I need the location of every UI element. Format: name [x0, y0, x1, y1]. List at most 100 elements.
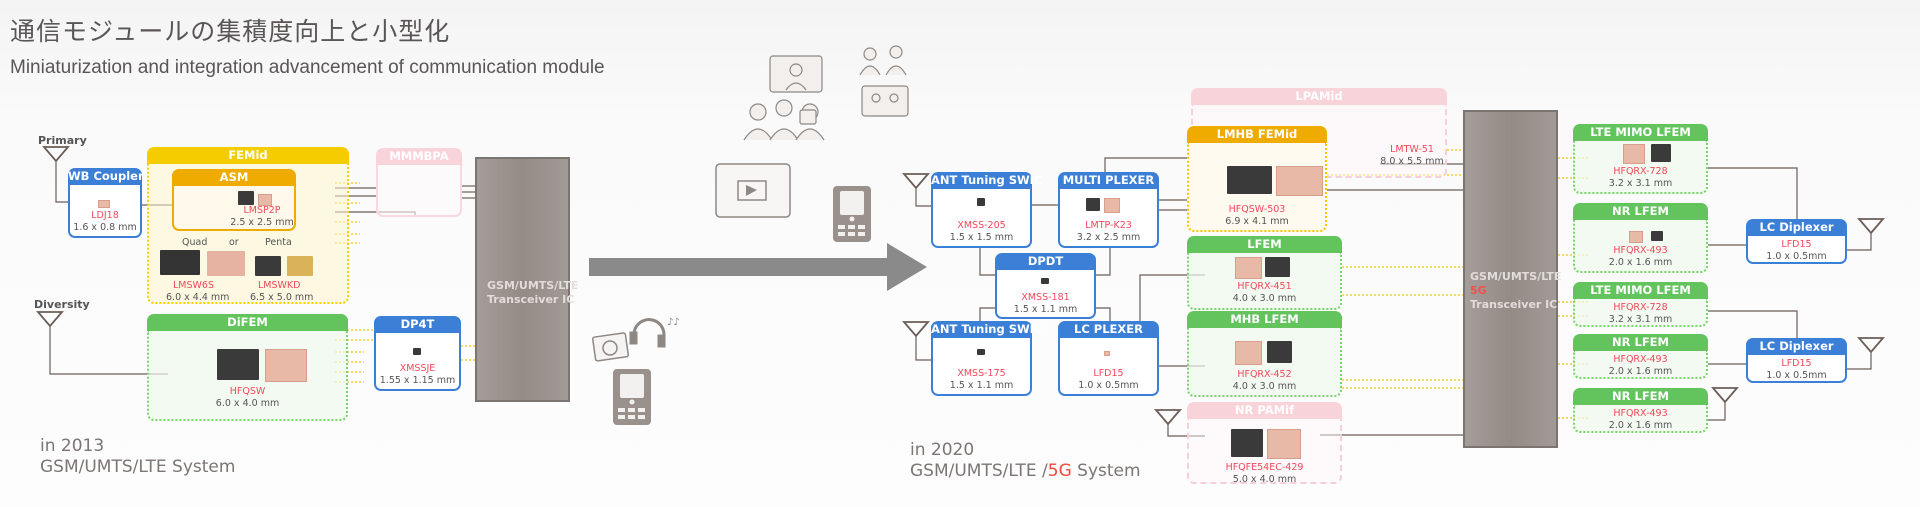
part-number: XMSS-205: [957, 220, 1006, 231]
module-body: [1058, 187, 1159, 248]
part-size: 2.5 x 2.5 mm: [230, 217, 294, 228]
era-year: in 2013: [40, 436, 105, 456]
module-title: WB Coupler: [68, 168, 144, 185]
phone-icon: [833, 186, 871, 242]
antenna-group: [36, 146, 1885, 426]
connection-line: [915, 336, 931, 361]
arrow-right-icon: [589, 243, 927, 291]
part-number: LFD15: [1781, 239, 1812, 250]
chip-image: [1629, 231, 1643, 243]
part-size: 1.55 x 1.15 mm: [379, 375, 456, 386]
connection-line: [1096, 307, 1111, 321]
chip-image: [1265, 257, 1290, 277]
chip-image: [1276, 166, 1323, 196]
part-number: XMSS-175: [957, 368, 1006, 379]
chip-image: [265, 349, 307, 382]
part-number: HFQRX-451: [1237, 281, 1292, 292]
connection-line: [1847, 352, 1872, 370]
part-size: 5.0 x 4.0 mm: [1232, 474, 1297, 485]
chip-image: [1104, 198, 1120, 213]
diversity-label: Diversity: [34, 298, 90, 311]
chip-image: [258, 194, 272, 206]
module-title: ANT Tuning SWIC: [931, 321, 1043, 338]
connection-line: [1096, 248, 1111, 276]
part-size: 1.0 x 0.5mm: [1766, 251, 1827, 262]
part-size: 3.2 x 2.5 mm: [1076, 232, 1141, 243]
module-title: DP4T: [374, 316, 461, 333]
chip-image: [98, 200, 110, 208]
headphones-icon: [629, 318, 666, 348]
chip-image: [977, 349, 985, 355]
chip-image: [255, 256, 281, 276]
transceiver-line2-5g: 5G: [1470, 284, 1487, 297]
module-title: LC PLEXER: [1058, 321, 1159, 338]
connection-line: [1104, 157, 1205, 172]
part-size: 2.0 x 1.6 mm: [1608, 420, 1673, 431]
part-size: 1.5 x 1.1 mm: [949, 380, 1014, 391]
part-number: HFQRX-493: [1613, 245, 1668, 256]
page-title-japanese: 通信モジュールの集積度向上と小型化: [10, 17, 451, 46]
connection-line: [1139, 274, 1205, 321]
part-size: 1.6 x 0.8 mm: [73, 222, 137, 233]
antenna-icon: [902, 321, 930, 338]
connection-line: [1708, 402, 1726, 421]
chip-image: [1267, 341, 1292, 363]
module-title: NR LFEM: [1573, 388, 1708, 405]
module-title: DiFEM: [147, 314, 348, 331]
module-title: LFEM: [1187, 236, 1342, 253]
module-title: MHB LFEM: [1187, 311, 1342, 328]
part-number: HFQRX-728: [1613, 166, 1668, 177]
quad-part-size: 6.0 x 4.4 mm: [166, 292, 230, 303]
module-title: LTE MIMO LFEM: [1573, 124, 1708, 141]
chip-image: [207, 251, 245, 276]
chip-image: [1231, 429, 1263, 457]
chip-image: [1041, 278, 1049, 284]
part-number: HFQSW: [229, 386, 266, 397]
antenna-icon: [1711, 387, 1739, 404]
mmmbpa-module: MMMBPA: [376, 148, 462, 217]
antenna-icon: [42, 146, 70, 163]
module-title: DPDT: [995, 253, 1096, 270]
part-size: 1.0 x 0.5mm: [1078, 380, 1139, 391]
era-system-prefix: GSM/UMTS/LTE /: [910, 461, 1048, 481]
part-number: LFD15: [1781, 358, 1812, 369]
antenna-icon: [36, 311, 64, 328]
module-title: ANT Tuning SWIC: [931, 172, 1043, 189]
module-body: [1573, 218, 1708, 273]
penta-part-size: 6.5 x 5.0 mm: [250, 292, 314, 303]
connection-line: [1847, 233, 1872, 251]
video-player-icon: [715, 163, 791, 218]
or-label: or: [229, 237, 239, 248]
chip-image: [1235, 341, 1262, 365]
connection-line: [55, 161, 68, 203]
part-size: 6.9 x 4.1 mm: [1225, 216, 1289, 227]
chip-image: [287, 256, 313, 276]
module-title: LPAMid: [1191, 88, 1447, 105]
chip-image: [1227, 166, 1272, 194]
transceiver-line3: Transceiver IC: [1470, 298, 1558, 311]
part-size: 3.2 x 3.1 mm: [1608, 314, 1673, 325]
connection-line: [979, 307, 995, 321]
chip-image: [1104, 351, 1110, 356]
module-title: NR PAMif: [1187, 402, 1342, 419]
page-title-english: Miniaturization and integration advancem…: [10, 57, 605, 78]
part-size: 2.0 x 1.6 mm: [1608, 366, 1673, 377]
chip-image: [1651, 231, 1663, 241]
part-size: 8.0 x 5.5 mm: [1380, 156, 1444, 167]
era-year: in 2020: [910, 440, 975, 460]
chip-image: [1086, 198, 1100, 211]
connection-line: [1708, 310, 1798, 338]
penta-part-number: LMSWKD: [258, 280, 301, 291]
connection-line: [49, 326, 168, 375]
part-number: LMTW-51: [1390, 144, 1434, 155]
